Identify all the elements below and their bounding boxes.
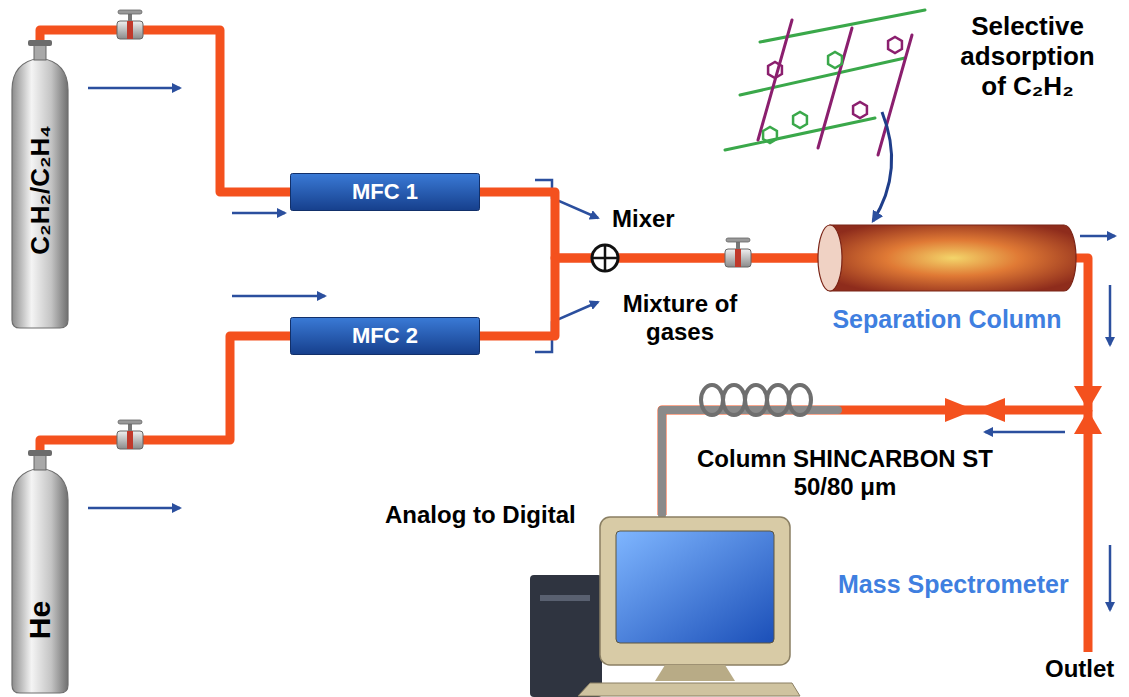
mof-structure	[760, 10, 925, 42]
valve-symbol	[117, 10, 751, 449]
gas-cylinder: C₂H₂/C₂H₄	[8, 40, 72, 330]
cylinder-neck	[34, 454, 46, 470]
valve-symbol	[117, 420, 143, 449]
node-sublabel: Mass Spectrometer	[838, 570, 1069, 599]
mof-ring	[768, 62, 782, 78]
separation-column-shape	[818, 225, 1076, 291]
mof-structure	[758, 20, 792, 140]
gc-column-coil	[789, 385, 811, 415]
mof-structure	[818, 28, 852, 148]
flow-arrow	[88, 507, 180, 510]
gc-column-coil	[767, 385, 789, 415]
annotation-label: Selective adsorption of C₂H₂	[945, 12, 1110, 102]
annotation-label: Column SHINCARBON ST 50/80 μm	[680, 445, 1010, 501]
mixer-wheel	[592, 245, 618, 271]
cylinder-neck	[34, 44, 46, 60]
mof-structure	[740, 58, 905, 95]
cylinder-cap	[28, 40, 52, 46]
flow-arrow	[985, 431, 1065, 434]
cylinder-body	[12, 58, 68, 328]
mass-flow-controller: MFC 2	[290, 317, 480, 355]
gas-pipe	[40, 336, 290, 450]
valve-symbol	[117, 10, 143, 39]
gc-column-coil	[745, 385, 767, 415]
mof-ring	[793, 112, 807, 128]
mof-ring	[853, 102, 867, 118]
gas-pipe	[40, 30, 290, 192]
pointer-arrow	[873, 112, 892, 221]
computer-tower	[530, 575, 602, 697]
valve-symbol	[725, 238, 751, 267]
mixer-wheel	[592, 245, 618, 271]
annotation-label: Outlet	[1045, 655, 1114, 683]
pointer-arrow	[873, 112, 892, 221]
flow-arrow	[88, 87, 180, 90]
three-way-valve	[975, 398, 1005, 422]
node-label: C₂H₂/C₂H₄	[25, 125, 56, 254]
node-label: He	[23, 601, 57, 639]
node-label: Separation Column	[832, 305, 1061, 334]
monitor-body	[600, 517, 790, 665]
monitor-stand	[655, 665, 735, 681]
separation-column: Separation Column	[818, 225, 1076, 291]
mof-structure	[725, 118, 875, 150]
controller-box	[291, 318, 480, 355]
mof-ring	[888, 37, 902, 53]
gas-cylinder-shape	[8, 450, 72, 695]
three-way-valve	[1074, 386, 1102, 410]
mass-spectrometer-computer: Analog to DigitalMass Spectrometer	[530, 515, 800, 697]
gc-column-coil	[701, 385, 723, 415]
three-way-valve	[945, 386, 1102, 434]
keyboard	[578, 683, 800, 696]
monitor-screen	[616, 531, 774, 643]
annotation-label: Mixer	[612, 205, 675, 233]
tower-slot	[540, 595, 590, 601]
gas-pipe	[480, 192, 818, 258]
mass-flow-controller: MFC 1	[290, 173, 480, 211]
flow-arrow	[232, 295, 325, 298]
flow-arrow	[1109, 285, 1112, 345]
flow-arrow	[1080, 235, 1115, 238]
three-way-valve	[1074, 410, 1102, 434]
controller-box	[291, 174, 480, 211]
gas-cylinder: He	[8, 450, 72, 695]
flow-arrow	[535, 302, 598, 352]
node-label: Analog to Digital	[385, 501, 576, 529]
node-label: MFC 1	[352, 179, 418, 205]
column-body	[830, 225, 1076, 291]
three-way-valve	[945, 398, 975, 422]
mof-structure	[878, 35, 912, 155]
column-end	[818, 225, 842, 291]
outlet-pipe	[1088, 410, 1089, 652]
node-label: MFC 2	[352, 323, 418, 349]
annotation-label: Mixture of gases	[600, 290, 760, 346]
mof-ring	[828, 52, 842, 68]
gc-column-coil	[723, 385, 745, 415]
cylinder-body	[12, 468, 68, 693]
mixer-wheel	[592, 245, 618, 271]
flow-arrow	[232, 212, 285, 215]
mof-ring	[763, 127, 777, 143]
mass-spectrometer-computer-shape	[530, 515, 800, 697]
flow-arrow	[535, 180, 598, 218]
cylinder-cap	[28, 450, 52, 456]
flow-arrow	[1109, 545, 1112, 610]
mof-structure	[725, 10, 925, 155]
outlet-pipe	[1084, 410, 1093, 652]
